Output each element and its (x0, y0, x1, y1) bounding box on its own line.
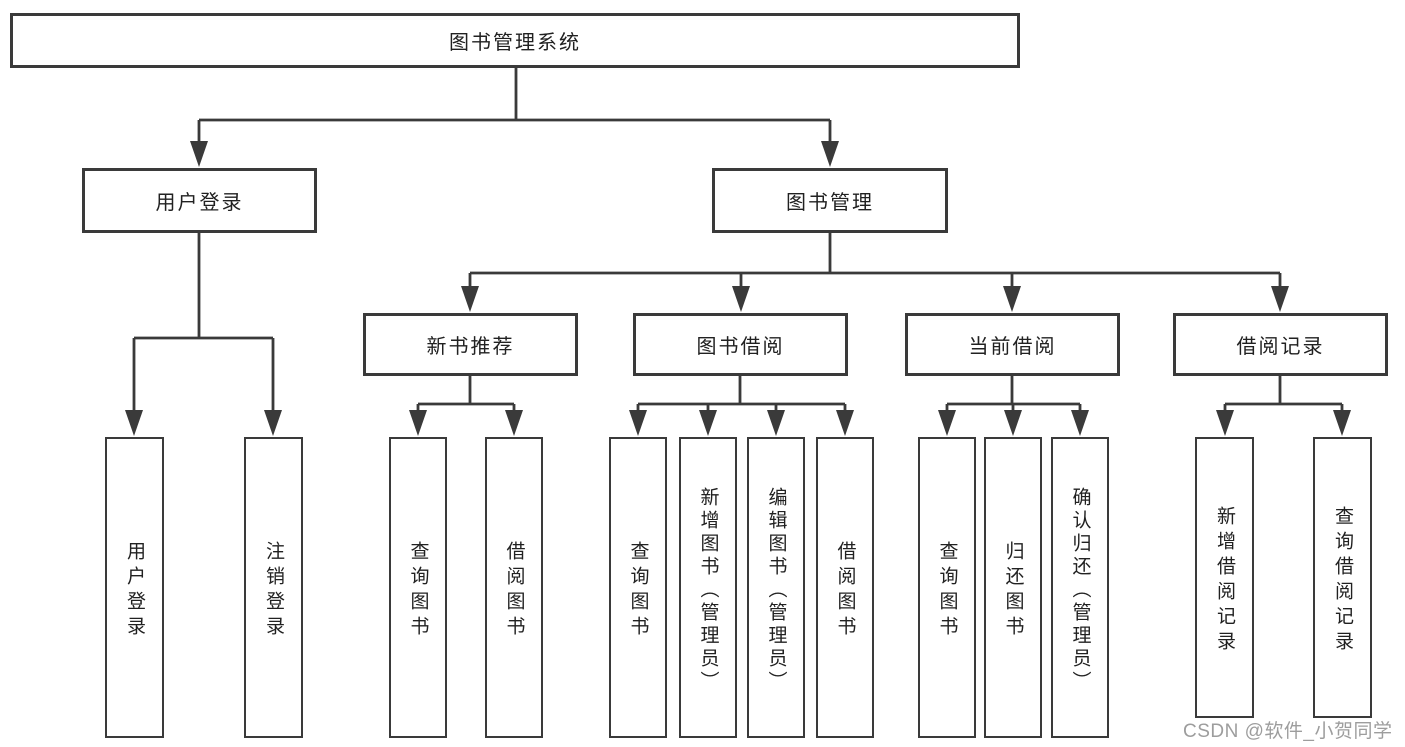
node-current-borrow: 当前借阅 (905, 313, 1120, 376)
leaf-add-book-admin: 新增图书（管理员） (679, 437, 737, 738)
arrowhead (821, 141, 839, 167)
leaf-borrow-book-recommend: 借阅图书 (485, 437, 543, 738)
leaf-return-book: 归还图书 (984, 437, 1042, 738)
arrowhead (264, 410, 282, 436)
node-root: 图书管理系统 (10, 13, 1020, 68)
leaf-borrow-book-borrow: 借阅图书 (816, 437, 874, 738)
arrowhead (461, 286, 479, 312)
arrowheads (125, 141, 1351, 436)
leaf-query-book-current: 查询图书 (918, 437, 976, 738)
arrowhead (1333, 410, 1351, 436)
arrowhead (836, 410, 854, 436)
arrowhead (505, 410, 523, 436)
leaf-logout: 注销登录 (244, 437, 303, 738)
arrowhead (1216, 410, 1234, 436)
arrowhead (1271, 286, 1289, 312)
arrowhead (1071, 410, 1089, 436)
arrowhead (125, 410, 143, 436)
node-user-login: 用户登录 (82, 168, 317, 233)
arrowhead (409, 410, 427, 436)
leaf-query-book-borrow: 查询图书 (609, 437, 667, 738)
csdn-watermark: CSDN @软件_小贺同学 (1183, 721, 1393, 742)
node-new-book-recommend: 新书推荐 (363, 313, 578, 376)
arrowhead (767, 410, 785, 436)
node-book-management: 图书管理 (712, 168, 948, 233)
leaf-user-login: 用户登录 (105, 437, 164, 738)
arrowhead (732, 286, 750, 312)
leaf-query-book-recommend: 查询图书 (389, 437, 447, 738)
arrowhead (938, 410, 956, 436)
node-book-borrow: 图书借阅 (633, 313, 848, 376)
leaf-query-borrow-record: 查询借阅记录 (1313, 437, 1372, 718)
leaf-confirm-return-admin: 确认归还（管理员） (1051, 437, 1109, 738)
arrowhead (629, 410, 647, 436)
leaf-edit-book-admin: 编辑图书（管理员） (747, 437, 805, 738)
arrowhead (1003, 286, 1021, 312)
node-borrow-record: 借阅记录 (1173, 313, 1388, 376)
arrowhead (1004, 410, 1022, 436)
arrowhead (190, 141, 208, 167)
arrowhead (699, 410, 717, 436)
leaf-add-borrow-record: 新增借阅记录 (1195, 437, 1254, 718)
